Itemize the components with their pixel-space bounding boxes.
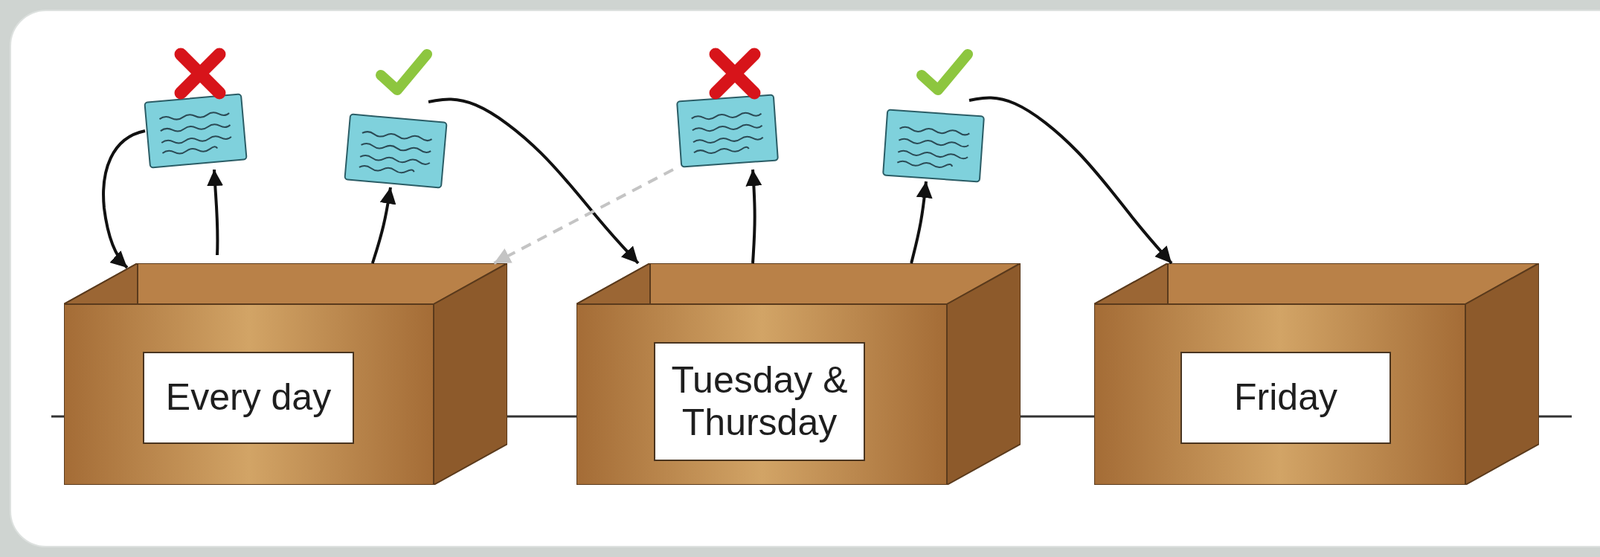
wrong-mark [180, 54, 220, 93]
box-side [433, 263, 508, 485]
box-opening [63, 263, 508, 305]
box-side [1465, 263, 1540, 485]
box-front [63, 304, 434, 485]
wrong-mark [715, 54, 755, 93]
promotion-arrow [493, 169, 755, 264]
box-inner-wall [576, 263, 651, 305]
right-mark [921, 54, 968, 91]
tick-stroke [921, 54, 968, 91]
box-title: Every day [165, 376, 332, 420]
box-label: Tuesday & Thursday [653, 342, 866, 462]
flash-card [144, 94, 247, 169]
box-opening [576, 263, 1021, 305]
storage-box: Friday [1094, 263, 1540, 485]
right-mark [380, 54, 427, 91]
box-front [1094, 304, 1466, 485]
box-inner-wall [1094, 263, 1168, 305]
white-panel [10, 10, 1600, 547]
tick-stroke [380, 54, 427, 91]
flash-card [882, 110, 985, 183]
loop-arrow [103, 130, 146, 268]
promotion-arrow [372, 99, 639, 264]
cross-stroke [715, 54, 755, 93]
move-arrow [428, 99, 639, 264]
flash-card [344, 114, 447, 189]
move-arrow [493, 169, 674, 264]
lift-arrow [911, 181, 927, 264]
box-label: Every day [142, 351, 355, 445]
storage-box: Every day [63, 263, 508, 485]
lift-arrow [752, 169, 755, 264]
box-label: Friday [1180, 351, 1391, 445]
storage-box: Tuesday & Thursday [576, 263, 1021, 485]
flash-card [676, 95, 779, 168]
box-title: Tuesday & Thursday [662, 359, 857, 445]
box-opening [1094, 263, 1540, 305]
cross-stroke [180, 54, 220, 93]
move-arrow [969, 98, 1172, 264]
lift-arrow [214, 169, 218, 256]
box-inner-wall [63, 263, 138, 305]
box-front [576, 304, 947, 485]
lift-arrow [372, 187, 391, 264]
box-side [946, 263, 1021, 485]
promotion-arrow [911, 98, 1172, 264]
box-title: Friday [1234, 376, 1338, 420]
